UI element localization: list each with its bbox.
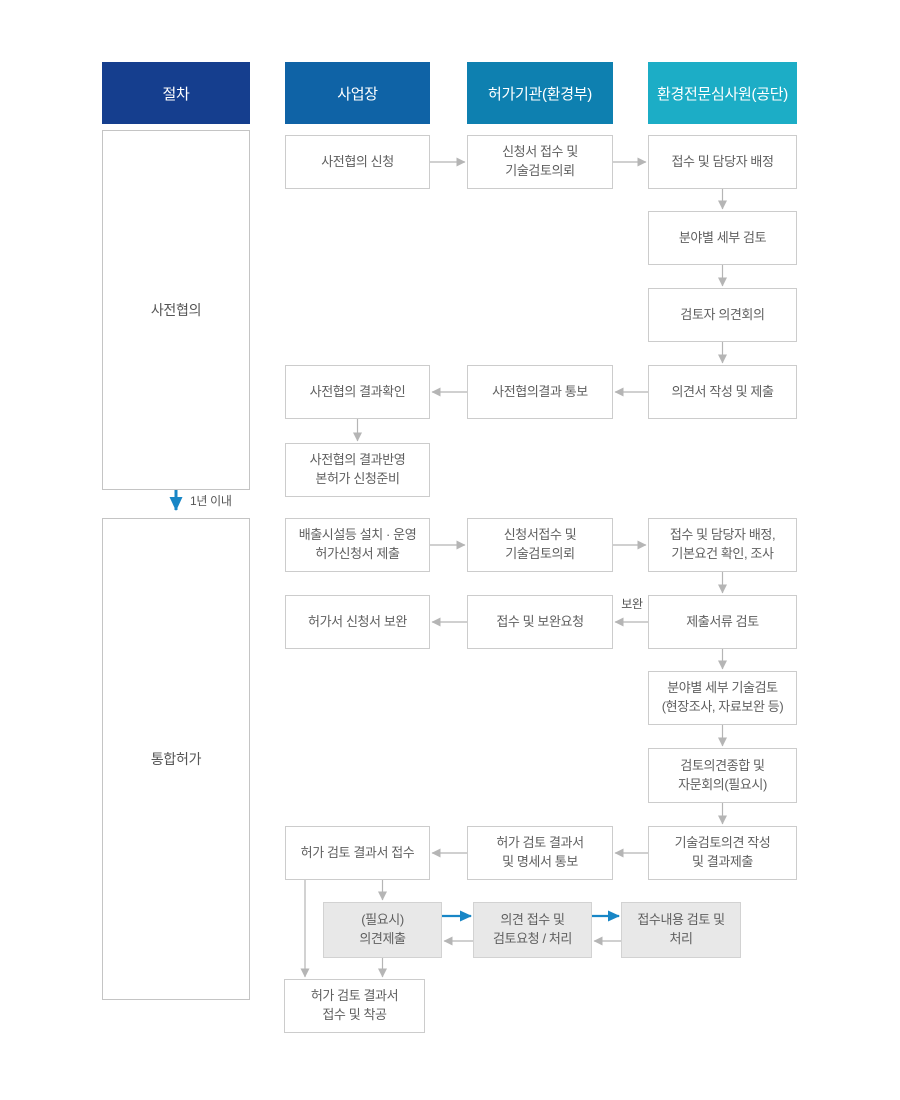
node-pre-result-reflect: 사전협의 결과반영 본허가 신청준비: [285, 443, 430, 497]
node-opinion-receive-process: 의견 접수 및 검토요청 / 처리: [473, 902, 592, 958]
node-pre-result-confirm: 사전협의 결과확인: [285, 365, 430, 419]
column-header-permit-authority: 허가기관(환경부): [467, 62, 613, 124]
node-main-supplement-request: 접수 및 보완요청: [467, 595, 613, 649]
node-pre-opinion-submit: 의견서 작성 및 제출: [648, 365, 797, 419]
node-main-application-receive: 신청서접수 및 기술검토의뢰: [467, 518, 613, 572]
column-header-business-site: 사업장: [285, 62, 430, 124]
node-pre-consult-request: 사전협의 신청: [285, 135, 430, 189]
node-pre-assign-manager: 접수 및 담당자 배정: [648, 135, 797, 189]
node-main-document-review: 제출서류 검토: [648, 595, 797, 649]
node-main-permit-apply: 배출시설등 설치 · 운영 허가신청서 제출: [285, 518, 430, 572]
phase-pre-consultation: 사전협의: [102, 130, 250, 490]
node-main-technical-review: 분야별 세부 기술검토 (현장조사, 자료보완 등): [648, 671, 797, 725]
node-pre-detailed-review: 분야별 세부 검토: [648, 211, 797, 265]
gray-right-arrows: [430, 157, 647, 550]
node-main-assign-manager: 접수 및 담당자 배정, 기본요건 확인, 조사: [648, 518, 797, 572]
column-header-environment-reviewer: 환경전문심사원(공단): [648, 62, 797, 124]
node-pre-application-receive: 신청서 접수 및 기술검토의뢰: [467, 135, 613, 189]
column-header-procedure: 절차: [102, 62, 250, 124]
node-main-result-notice: 허가 검토 결과서 및 명세서 통보: [467, 826, 613, 880]
phase-integrated-permit: 통합허가: [102, 518, 250, 1000]
node-opinion-content-review: 접수내용 검토 및 처리: [621, 902, 741, 958]
node-main-result-receive: 허가 검토 결과서 접수: [285, 826, 430, 880]
node-main-review-result-submit: 기술검토의견 작성 및 결과제출: [648, 826, 797, 880]
node-main-opinion-synthesis: 검토의견종합 및 자문회의(필요시): [648, 748, 797, 803]
supplement-label: 보완: [621, 597, 643, 611]
interval-label: 1년 이내: [190, 494, 232, 508]
node-pre-result-notice: 사전협의결과 통보: [467, 365, 613, 419]
node-opinion-submit-optional: (필요시) 의견제출: [323, 902, 442, 958]
node-final-receive-and-construction: 허가 검토 결과서 접수 및 착공: [284, 979, 425, 1033]
node-pre-reviewer-meeting: 검토자 의견회의: [648, 288, 797, 342]
node-main-application-supplement: 허가서 신청서 보완: [285, 595, 430, 649]
